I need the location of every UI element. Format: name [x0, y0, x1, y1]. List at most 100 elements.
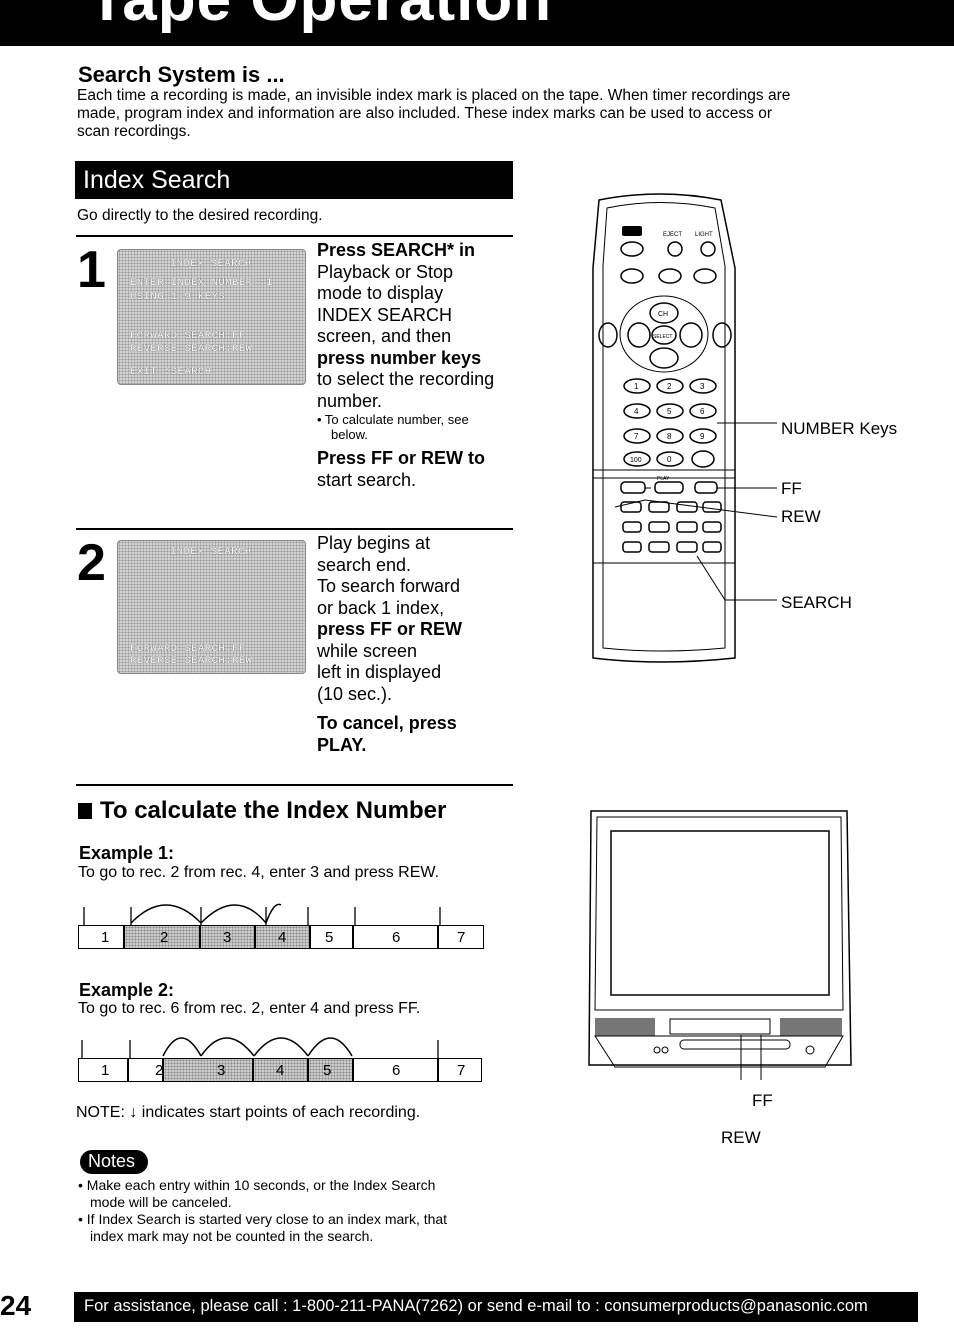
- page-title: Tape Operation: [88, 0, 552, 35]
- step-line: while screen: [317, 640, 418, 661]
- tv-illustration: [588, 810, 852, 1080]
- record-cell: 4: [255, 925, 310, 949]
- example-2-text: To go to rec. 6 from rec. 2, enter 4 and…: [78, 1000, 421, 1017]
- ch-up-label: CH: [658, 311, 668, 318]
- light-label: LIGHT: [695, 232, 713, 238]
- index-search-title: Index Search: [83, 166, 231, 194]
- key-0-label: 0: [667, 455, 672, 464]
- screen-line: INDEX SEARCH: [170, 546, 252, 558]
- start-point-note: NOTE: ↓ indicates start points of each r…: [76, 1104, 421, 1121]
- example-1-title: Example 1:: [79, 843, 175, 863]
- note-item: • If Index Search is started very close …: [78, 1211, 448, 1227]
- record-cell: 5: [308, 1058, 353, 1082]
- screen-line: REVERSE SEARCH:REW: [130, 343, 253, 355]
- index-search-subtitle: Go directly to the desired recording.: [77, 207, 323, 224]
- page-number: 24: [0, 1290, 32, 1321]
- step-line: press number keys: [317, 347, 482, 368]
- eject-label: EJECT: [663, 232, 682, 238]
- key-8-label: 8: [667, 432, 672, 441]
- step-line: number.: [317, 390, 383, 411]
- step-line: Press SEARCH* in: [317, 240, 476, 260]
- step-line: mode to display: [317, 283, 444, 303]
- step-line: (10 sec.).: [317, 683, 393, 704]
- remote-control-illustration: EJECT LIGHT CH SELECT 1 2 3 4 5 6 7 8 9 …: [592, 193, 778, 663]
- step-line: to select the recording: [317, 369, 495, 389]
- intro-line: scan recordings.: [77, 123, 191, 140]
- example-1-arrows: [83, 903, 441, 925]
- screen-line: FORWARD SEARCH:FF: [130, 330, 246, 342]
- divider: [76, 528, 513, 530]
- key-5-label: 5: [667, 407, 672, 416]
- calculate-title: To calculate the Index Number: [100, 797, 447, 824]
- step-1-text: Press SEARCH* in Playback or Stop mode t…: [317, 240, 517, 491]
- screen-line: ENTER INDEX NUMBER :1: [130, 277, 273, 289]
- number-keys-callout: NUMBER Keys: [781, 419, 898, 438]
- step-line: screen, and then: [317, 326, 452, 346]
- record-cell: 3: [200, 925, 255, 949]
- ff-callout: FF: [781, 479, 802, 498]
- note-item: mode will be canceled.: [90, 1194, 232, 1210]
- step-line: Press FF or REW to: [317, 448, 486, 468]
- record-cell: 4: [253, 1058, 308, 1082]
- step-line: To search forward: [317, 576, 461, 596]
- screen-line: USING 1-9 KEYS: [130, 291, 226, 303]
- key-100-label: 100: [630, 457, 642, 464]
- search-system-heading: Search System is ...: [78, 62, 285, 87]
- step-2-text: Play begins at search end. To search for…: [317, 533, 517, 756]
- record-cell: 7: [438, 925, 484, 949]
- step-line: search end.: [317, 554, 412, 575]
- record-cell: 1: [78, 925, 124, 949]
- play-label: PLAY: [657, 476, 670, 482]
- step-line: or back 1 index,: [317, 597, 445, 618]
- key-4-label: 4: [634, 407, 639, 416]
- example-2-diagram: 1 2 3 4 5 6 7: [76, 1026, 486, 1088]
- screen-line: INDEX SEARCH: [170, 258, 252, 270]
- assistance-text: For assistance, please call : 1-800-211-…: [84, 1297, 868, 1315]
- record-cell: 2: [124, 925, 200, 949]
- notes-label: Notes: [88, 1151, 136, 1171]
- notes-badge: Notes: [80, 1150, 148, 1174]
- note-item: • Make each entry within 10 seconds, or …: [78, 1177, 436, 1193]
- step-line: INDEX SEARCH: [317, 304, 453, 325]
- title-banner: Tape Operation: [0, 0, 954, 46]
- key-2-label: 2: [667, 382, 672, 391]
- intro-line: Each time a recording is made, an invisi…: [77, 87, 791, 104]
- index-search-screen-2: INDEX SEARCH FORWARD SEARCH:FF REVERSE S…: [117, 540, 306, 674]
- cancel-line: To cancel, press: [317, 713, 457, 733]
- step-note: below.: [331, 427, 368, 442]
- intro-line: made, program index and information are …: [77, 105, 773, 122]
- screen-line: EXIT :SEARCH: [130, 366, 212, 378]
- step-line: press FF or REW: [317, 619, 463, 639]
- step-line: start search.: [317, 469, 417, 490]
- rew-callout: REW: [781, 507, 821, 526]
- select-label: SELECT: [653, 334, 672, 340]
- step-2-number: 2: [77, 534, 106, 592]
- step-1-number: 1: [77, 241, 106, 299]
- step-note: • To calculate number, see: [317, 412, 469, 427]
- divider: [76, 235, 513, 237]
- screen-line: REVERSE SEARCH:REW: [130, 655, 253, 667]
- key-7-label: 7: [634, 432, 639, 441]
- record-cell: 6: [353, 1058, 438, 1082]
- example-2-arrows: [81, 1037, 439, 1058]
- index-search-screen-1: INDEX SEARCH ENTER INDEX NUMBER :1 USING…: [117, 249, 306, 385]
- note-item: index mark may not be counted in the sea…: [90, 1228, 374, 1244]
- tv-ff-callout: FF: [752, 1091, 773, 1110]
- search-system-intro: Each time a recording is made, an invisi…: [77, 87, 917, 141]
- square-bullet-icon: [78, 803, 92, 819]
- key-3-label: 3: [700, 382, 705, 391]
- step-line: left in displayed: [317, 662, 442, 682]
- record-cell: 2: [128, 1058, 163, 1082]
- step-line: Playback or Stop: [317, 261, 454, 282]
- calculate-heading: To calculate the Index Number: [78, 797, 446, 825]
- assistance-bar: For assistance, please call : 1-800-211-…: [74, 1292, 918, 1322]
- index-search-header: Index Search: [75, 161, 513, 199]
- number-keypad: 1 2 3 4 5 6 7 8 9 100 0: [623, 378, 717, 468]
- screen-line: FORWARD SEARCH:FF: [130, 643, 246, 655]
- key-9-label: 9: [700, 432, 705, 441]
- record-cell: 7: [438, 1058, 482, 1082]
- record-cell: 1: [78, 1058, 128, 1082]
- record-cell: 5: [310, 925, 353, 949]
- record-cell: 6: [353, 925, 438, 949]
- example-1-text: To go to rec. 2 from rec. 4, enter 3 and…: [78, 864, 440, 881]
